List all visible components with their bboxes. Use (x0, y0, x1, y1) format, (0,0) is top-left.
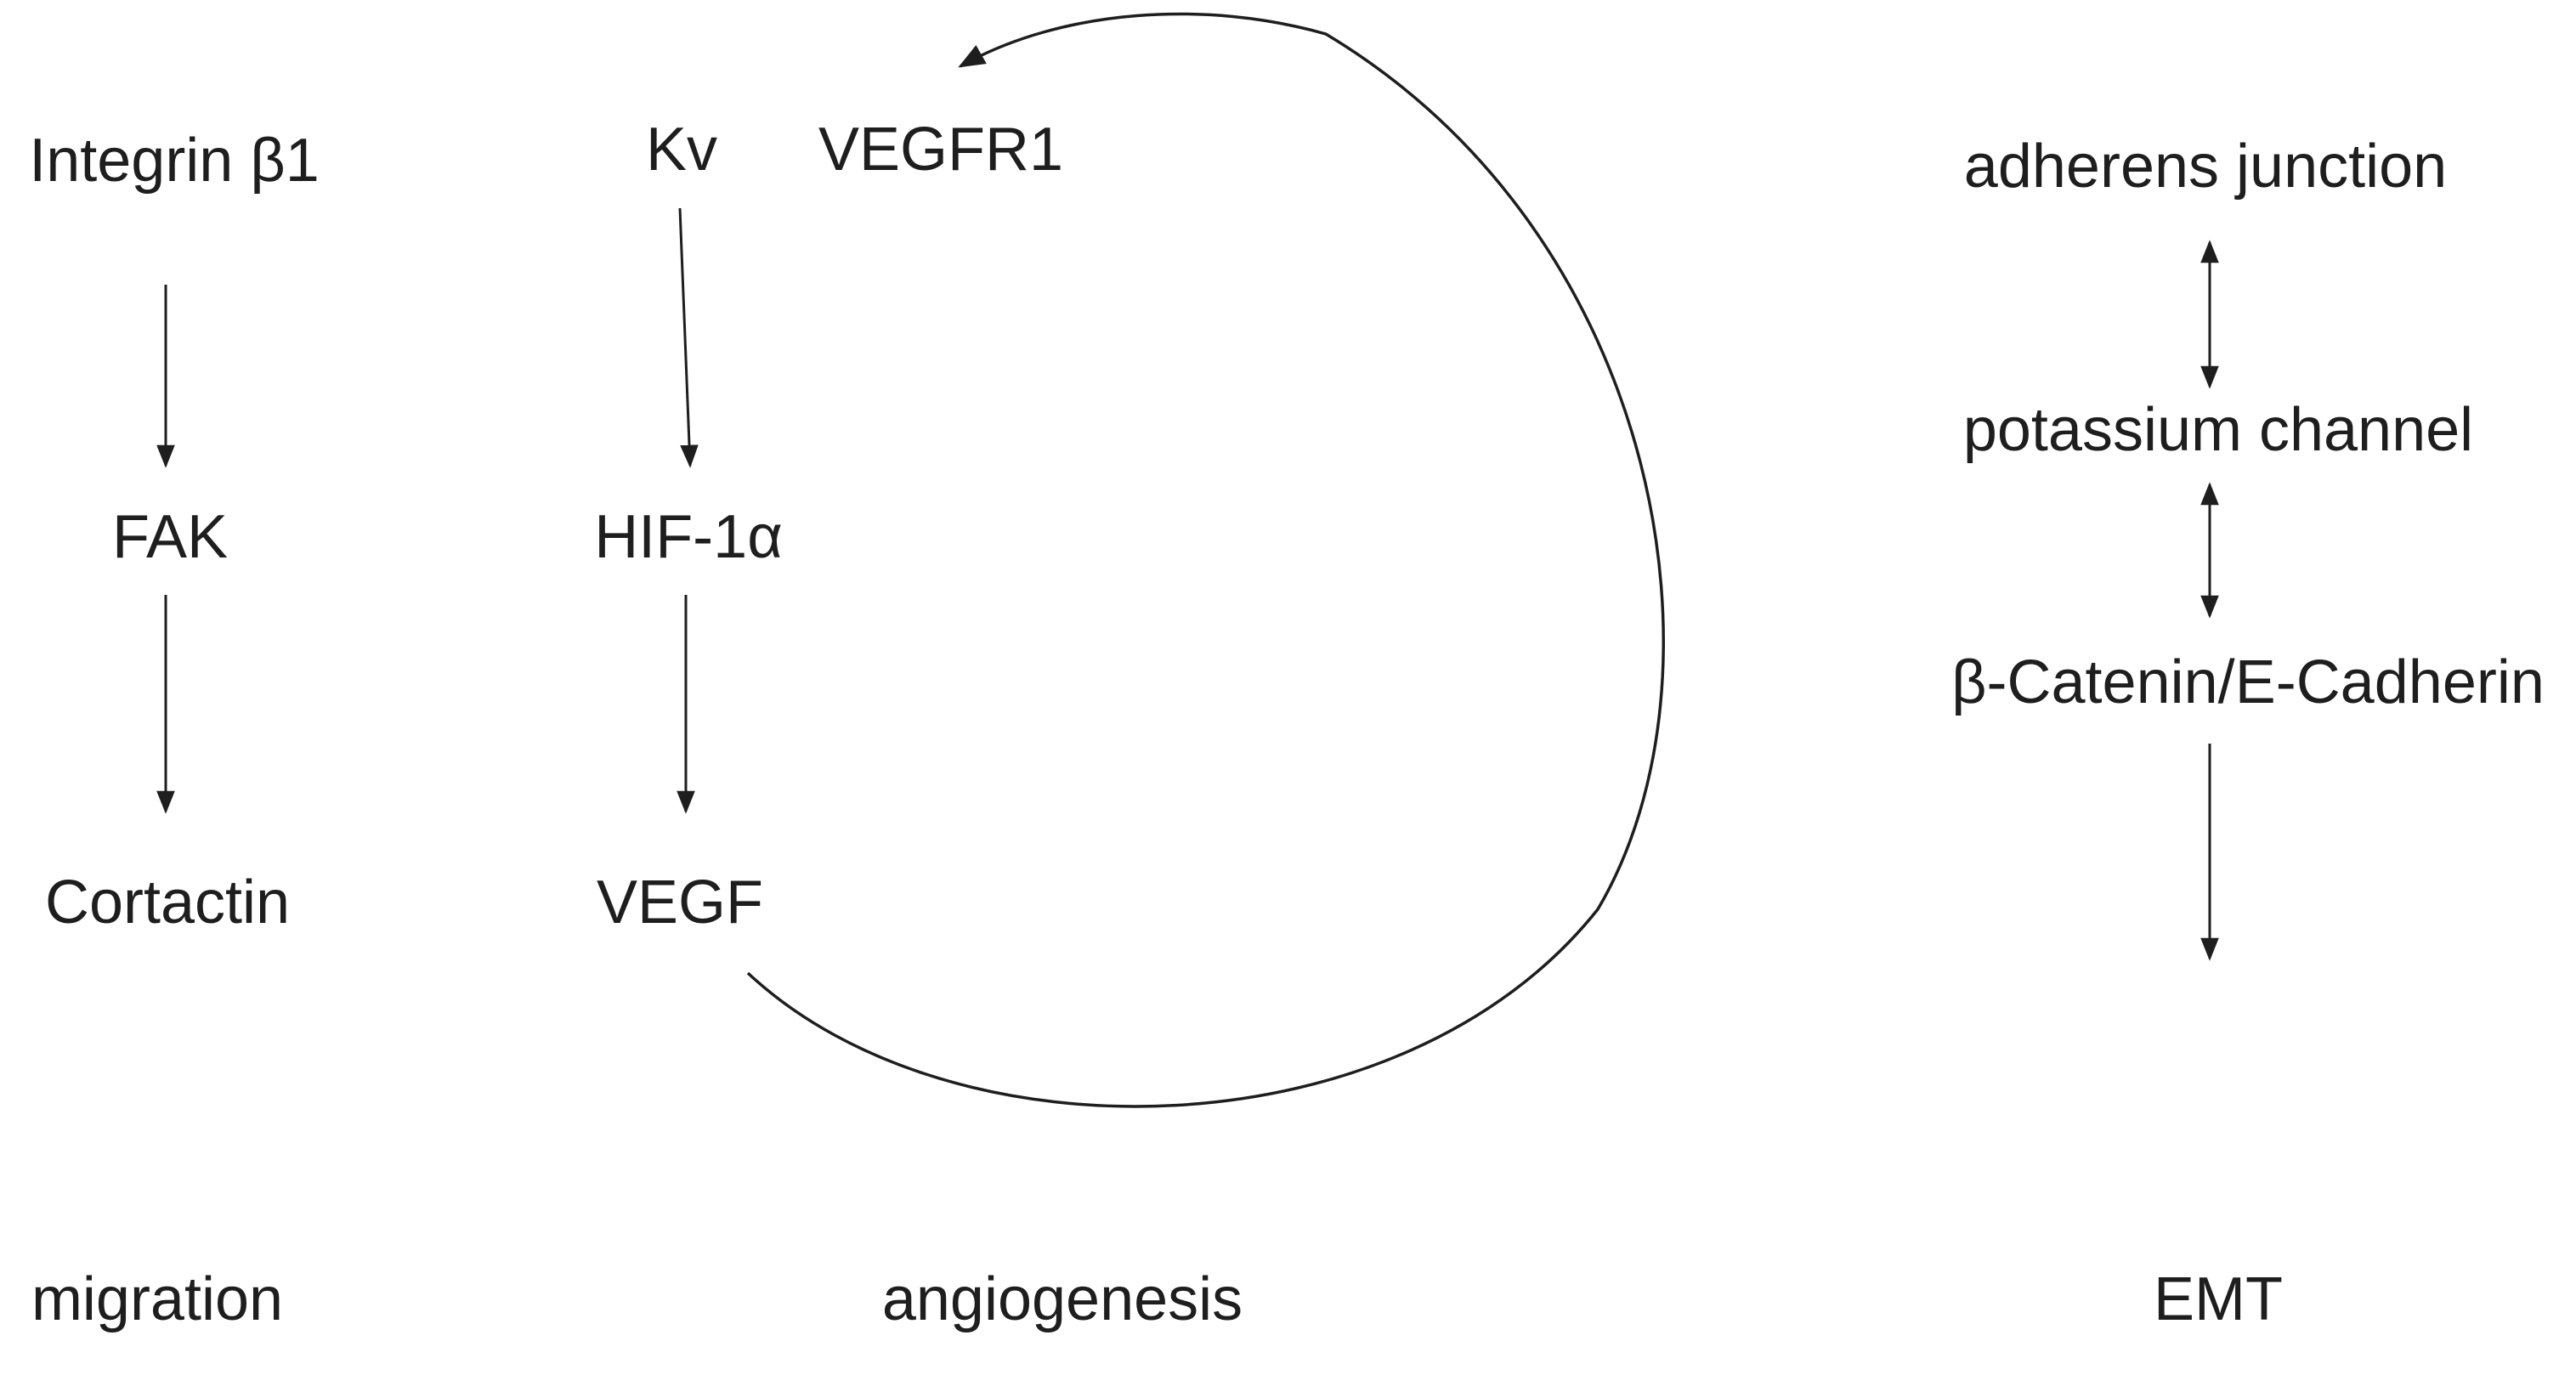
node-hif-1alpha: HIF-1α (594, 503, 783, 571)
node-cortactin: Cortactin (44, 869, 291, 936)
node-adherens-junction: adherens junction (1963, 133, 2448, 201)
node-vegfr1: VEGFR1 (818, 116, 1064, 184)
node-integrin-beta1: Integrin β1 (29, 127, 320, 195)
arrow-kv-to-hif (678, 207, 699, 468)
node-beta-catenin-e-cadherin: β-Catenin/E-Cadherin (1951, 648, 2545, 716)
node-potassium-channel: potassium channel (1962, 396, 2474, 464)
arrow-vegf-to-vegfr1-loop (746, 12, 1665, 1108)
outcome-emt: EMT (2154, 1265, 2283, 1333)
node-kv: Kv (645, 116, 718, 184)
outcome-angiogenesis: angiogenesis (881, 1265, 1243, 1333)
outcome-migration: migration (31, 1265, 284, 1333)
node-fak: FAK (111, 503, 229, 571)
node-vegf: VEGF (596, 869, 764, 936)
